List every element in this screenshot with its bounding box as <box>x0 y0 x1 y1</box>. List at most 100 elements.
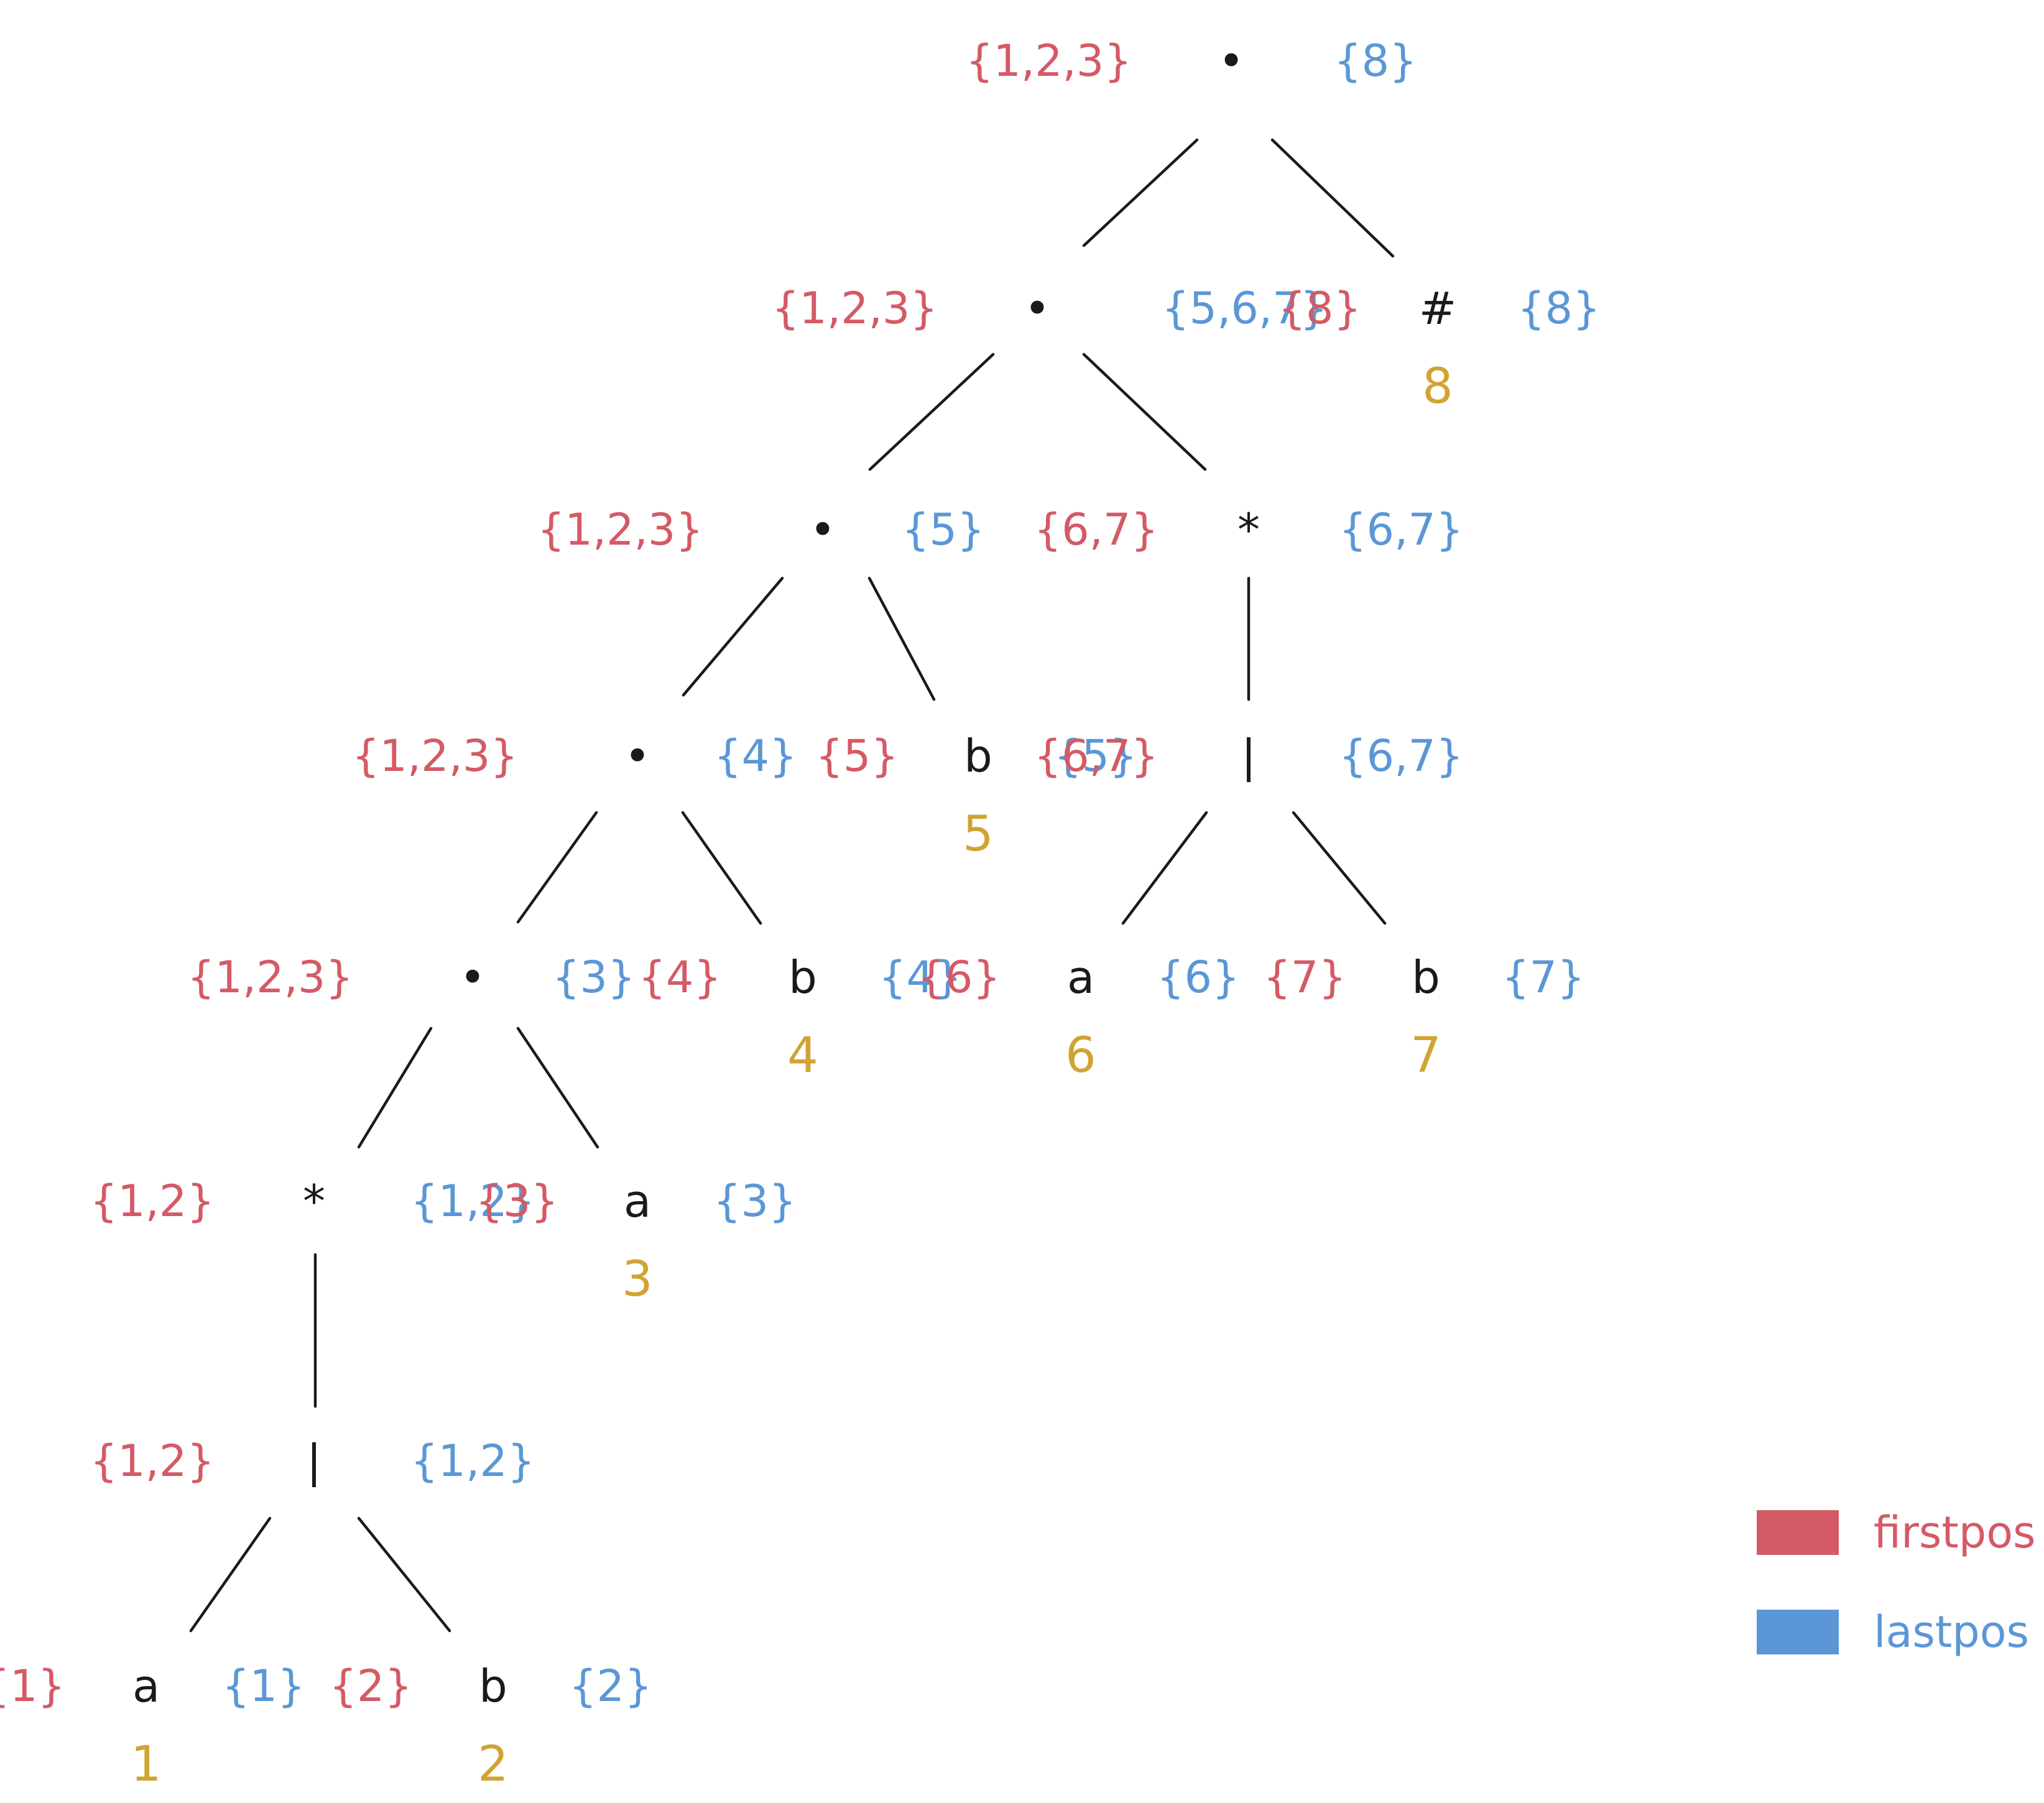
lastpos-label: {3} <box>552 952 636 1003</box>
tree-node: # {8} {8} 8 <box>1278 282 1600 415</box>
tree-edge <box>1121 811 1208 925</box>
node-symbol: b <box>964 730 992 782</box>
tree-node: • {1,2,3} {8} <box>966 35 1417 87</box>
legend-label: lastpos <box>1874 1607 2029 1658</box>
firstpos-label: {6} <box>917 952 1001 1003</box>
lastpos-label: {8} <box>1334 35 1417 86</box>
firstpos-label: {4} <box>638 952 721 1003</box>
tree-edge <box>1292 811 1387 925</box>
firstpos-label: {1} <box>0 1661 65 1712</box>
firstpos-label: {1,2} <box>90 1176 215 1227</box>
tree-node: b {7} {7} 7 <box>1263 951 1584 1084</box>
tree-edge <box>189 1516 272 1633</box>
firstpos-label: {1,2,3} <box>187 952 353 1003</box>
node-symbol: • <box>1218 35 1244 87</box>
firstpos-label: {5} <box>815 731 899 782</box>
firstpos-label: {8} <box>1278 283 1361 334</box>
legend-swatch <box>1757 1510 1839 1555</box>
leaf-position-number: 5 <box>963 806 994 862</box>
tree-nodes: • {1,2,3} {8} • {1,2,3} {5,6,7} # {8} {8} 8 • {1,2,… <box>0 35 1601 1792</box>
node-symbol: # <box>1419 282 1456 334</box>
tree-edge <box>868 353 995 471</box>
tree-edge <box>867 576 936 701</box>
tree-edge <box>357 1516 451 1633</box>
lastpos-label: {1,2} <box>410 1436 535 1487</box>
firstpos-label: {1,2,3} <box>772 283 938 334</box>
firstpos-label: {2} <box>329 1661 412 1712</box>
leaf-position-number: 1 <box>131 1736 162 1792</box>
leaf-position-number: 4 <box>787 1028 818 1084</box>
firstpos-label: {7} <box>1263 952 1346 1003</box>
firstpos-label: {6,7} <box>1034 504 1158 555</box>
firstpos-label: {1,2} <box>90 1436 215 1487</box>
tree-node: • {1,2,3} {5,6,7} <box>772 282 1328 334</box>
leaf-position-number: 2 <box>478 1736 509 1792</box>
tree-node: b {5} {5} 5 <box>815 730 1137 862</box>
tree-edge <box>357 1026 433 1149</box>
lastpos-label: {6} <box>1157 952 1240 1003</box>
node-symbol: * <box>1237 504 1260 556</box>
legend-label: firstpos <box>1874 1507 2036 1558</box>
tree-edge <box>1082 138 1199 247</box>
lastpos-label: {2} <box>569 1661 652 1712</box>
node-symbol: | <box>307 1435 321 1488</box>
leaf-position-number: 7 <box>1410 1028 1441 1084</box>
lastpos-label: {4} <box>714 731 797 782</box>
tree-edge <box>516 811 598 924</box>
tree-node: a {6} {6} 6 <box>917 951 1239 1084</box>
lastpos-label: {1,2} <box>410 1176 535 1227</box>
lastpos-label: {8} <box>1517 283 1601 334</box>
node-symbol: • <box>624 730 650 782</box>
legend: firstpos lastpos <box>1757 1507 2036 1658</box>
tree-node: | {6,7} {6,7} <box>1034 730 1464 783</box>
tree-node: b {2} {2} 2 <box>329 1660 652 1792</box>
lastpos-label: {5,6,7} <box>1162 283 1328 334</box>
tree-node: a {1} {1} 1 <box>0 1660 305 1792</box>
node-symbol: a <box>1067 951 1094 1003</box>
node-symbol: • <box>460 951 486 1003</box>
lastpos-label: {7} <box>1502 952 1585 1003</box>
lastpos-label: {5} <box>1054 731 1137 782</box>
firstpos-label: {1,2,3} <box>352 731 518 782</box>
firstpos-label: {1,2,3} <box>966 35 1132 86</box>
tree-node: • {1,2,3} {5} <box>537 504 985 556</box>
legend-item-firstpos: firstpos <box>1757 1507 2036 1558</box>
node-symbol: | <box>1241 730 1256 783</box>
lastpos-label: {6,7} <box>1339 504 1463 555</box>
leaf-position-number: 8 <box>1422 359 1453 415</box>
node-symbol: a <box>132 1660 160 1712</box>
tree-edge <box>682 576 784 697</box>
firstpos-label: {1,2,3} <box>537 504 703 555</box>
tree-edge <box>1082 353 1207 471</box>
tree-node: • {1,2,3} {3} <box>187 951 636 1003</box>
firstpos-label: {6,7} <box>1034 731 1158 782</box>
tree-edge <box>1270 138 1395 258</box>
lastpos-label: {6,7} <box>1339 731 1463 782</box>
lastpos-label: {3} <box>713 1176 797 1227</box>
node-symbol: b <box>479 1660 507 1712</box>
node-symbol: • <box>810 504 836 556</box>
tree-node: b {4} {4} 4 <box>638 951 961 1084</box>
lastpos-label: {5} <box>902 504 985 555</box>
tree-edge <box>516 1026 599 1149</box>
node-symbol: * <box>303 1175 325 1227</box>
leaf-position-number: 3 <box>622 1252 653 1307</box>
tree-edge <box>681 811 762 925</box>
tree-node: • {1,2,3} {4} <box>352 730 797 782</box>
tree-node: a {3} {3} 3 <box>475 1175 796 1307</box>
tree-edges <box>189 138 1395 1633</box>
node-symbol: a <box>624 1175 651 1227</box>
firstpos-label: {3} <box>475 1176 558 1227</box>
lastpos-label: {4} <box>879 952 962 1003</box>
lastpos-label: {1} <box>222 1661 305 1712</box>
tree-node: | {1,2} {1,2} <box>90 1435 535 1488</box>
legend-item-lastpos: lastpos <box>1757 1607 2029 1658</box>
node-symbol: • <box>1024 282 1050 334</box>
tree-node: * {1,2} {1,2} <box>90 1175 535 1227</box>
legend-swatch <box>1757 1610 1839 1654</box>
tree-node: * {6,7} {6,7} <box>1034 504 1464 556</box>
node-symbol: b <box>1412 951 1440 1003</box>
node-symbol: b <box>788 951 817 1003</box>
leaf-position-number: 6 <box>1065 1028 1096 1084</box>
